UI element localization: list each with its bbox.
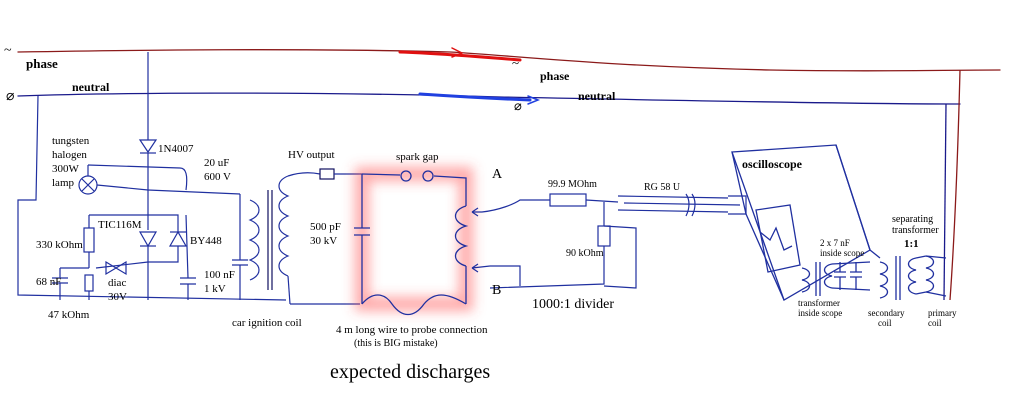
cap-100nf-label-1: 100 nF <box>204 269 235 281</box>
neutral-symbol-mid: ⌀ <box>514 98 522 113</box>
resistor-47k-label: 47 kOhm <box>48 309 90 321</box>
phase-symbol-mid: ~ <box>512 55 519 70</box>
divider-label: 1000:1 divider <box>532 297 614 312</box>
phase-wire <box>17 47 1001 72</box>
hv-output-label: HV output <box>288 149 335 161</box>
cap-100nf-label-2: 1 kV <box>204 283 226 295</box>
resistor-330k-label: 330 kOhm <box>36 239 83 251</box>
scope-transformer-label-1: transformer <box>798 298 840 308</box>
cap-20uf-label-1: 20 uF <box>204 157 229 169</box>
wire-note-1: 4 m long wire to probe connection <box>336 324 488 336</box>
secondary-coil-label-1: secondary <box>868 308 905 318</box>
spark-gap-label: spark gap <box>396 151 439 163</box>
sep-transformer-label-2: transformer <box>892 225 939 236</box>
neutral-symbol: ⌀ <box>6 89 14 104</box>
neutral-wire <box>17 92 961 105</box>
wire-note-2: (this is BIG mistake) <box>354 338 438 349</box>
discharge-loop <box>354 170 469 316</box>
cap-20uf-label-2: 600 V <box>204 171 231 183</box>
primary-coil-label-1: primary <box>928 308 957 318</box>
cap-68nf-label: 68 nF <box>36 276 61 288</box>
resistor-90k-label-1: 90 kOhm <box>566 248 604 259</box>
probe-divider <box>471 193 747 289</box>
primary-coil-label-2: coil <box>928 318 942 328</box>
coax-label: RG 58 U <box>644 182 681 193</box>
point-b-label: B <box>492 283 501 298</box>
ignition-coil-label: car ignition coil <box>232 317 302 329</box>
discharge-highlight <box>355 167 473 311</box>
oscilloscope-box <box>731 144 947 301</box>
cap-500pf-label-2: 30 kV <box>310 235 337 247</box>
diac-label-1: diac <box>108 277 126 289</box>
lamp-label-1: tungsten <box>52 135 90 147</box>
cap-500pf-label-1: 500 pF <box>310 221 341 233</box>
caption: expected discharges <box>330 361 490 383</box>
phase-label-left: phase <box>26 56 58 71</box>
sep-transformer-label-1: separating <box>892 214 933 225</box>
labels: phase neutral phase neutral tungsten hal… <box>26 56 957 383</box>
point-a-label: A <box>492 167 503 182</box>
by448-label: BY448 <box>190 235 222 247</box>
neutral-label-left: neutral <box>72 80 110 94</box>
cap-7nf-label-1: 2 x 7 nF <box>820 238 850 248</box>
diode-label: 1N4007 <box>158 143 194 155</box>
cap-7nf-label-2: inside scope <box>820 248 864 258</box>
lamp-label-2: halogen <box>52 149 87 161</box>
secondary-coil-label-2: coil <box>878 318 892 328</box>
ratio-label: 1:1 <box>904 238 919 250</box>
scope-transformer-label-2: inside scope <box>798 308 842 318</box>
resistor-99m-label: 99.9 MOhm <box>548 179 597 190</box>
phase-symbol: ~ <box>4 43 12 58</box>
lamp-label-3: 300W <box>52 163 80 175</box>
neutral-label-right: neutral <box>578 89 616 103</box>
oscilloscope-label: oscilloscope <box>742 157 803 171</box>
lamp-label-4: lamp <box>52 177 74 189</box>
left-circuit <box>17 52 362 305</box>
diac-label-2: 30V <box>108 291 127 303</box>
phase-label-right: phase <box>540 69 570 83</box>
mains-drops <box>943 69 961 301</box>
thyristor-label: TIC116M <box>98 219 142 231</box>
